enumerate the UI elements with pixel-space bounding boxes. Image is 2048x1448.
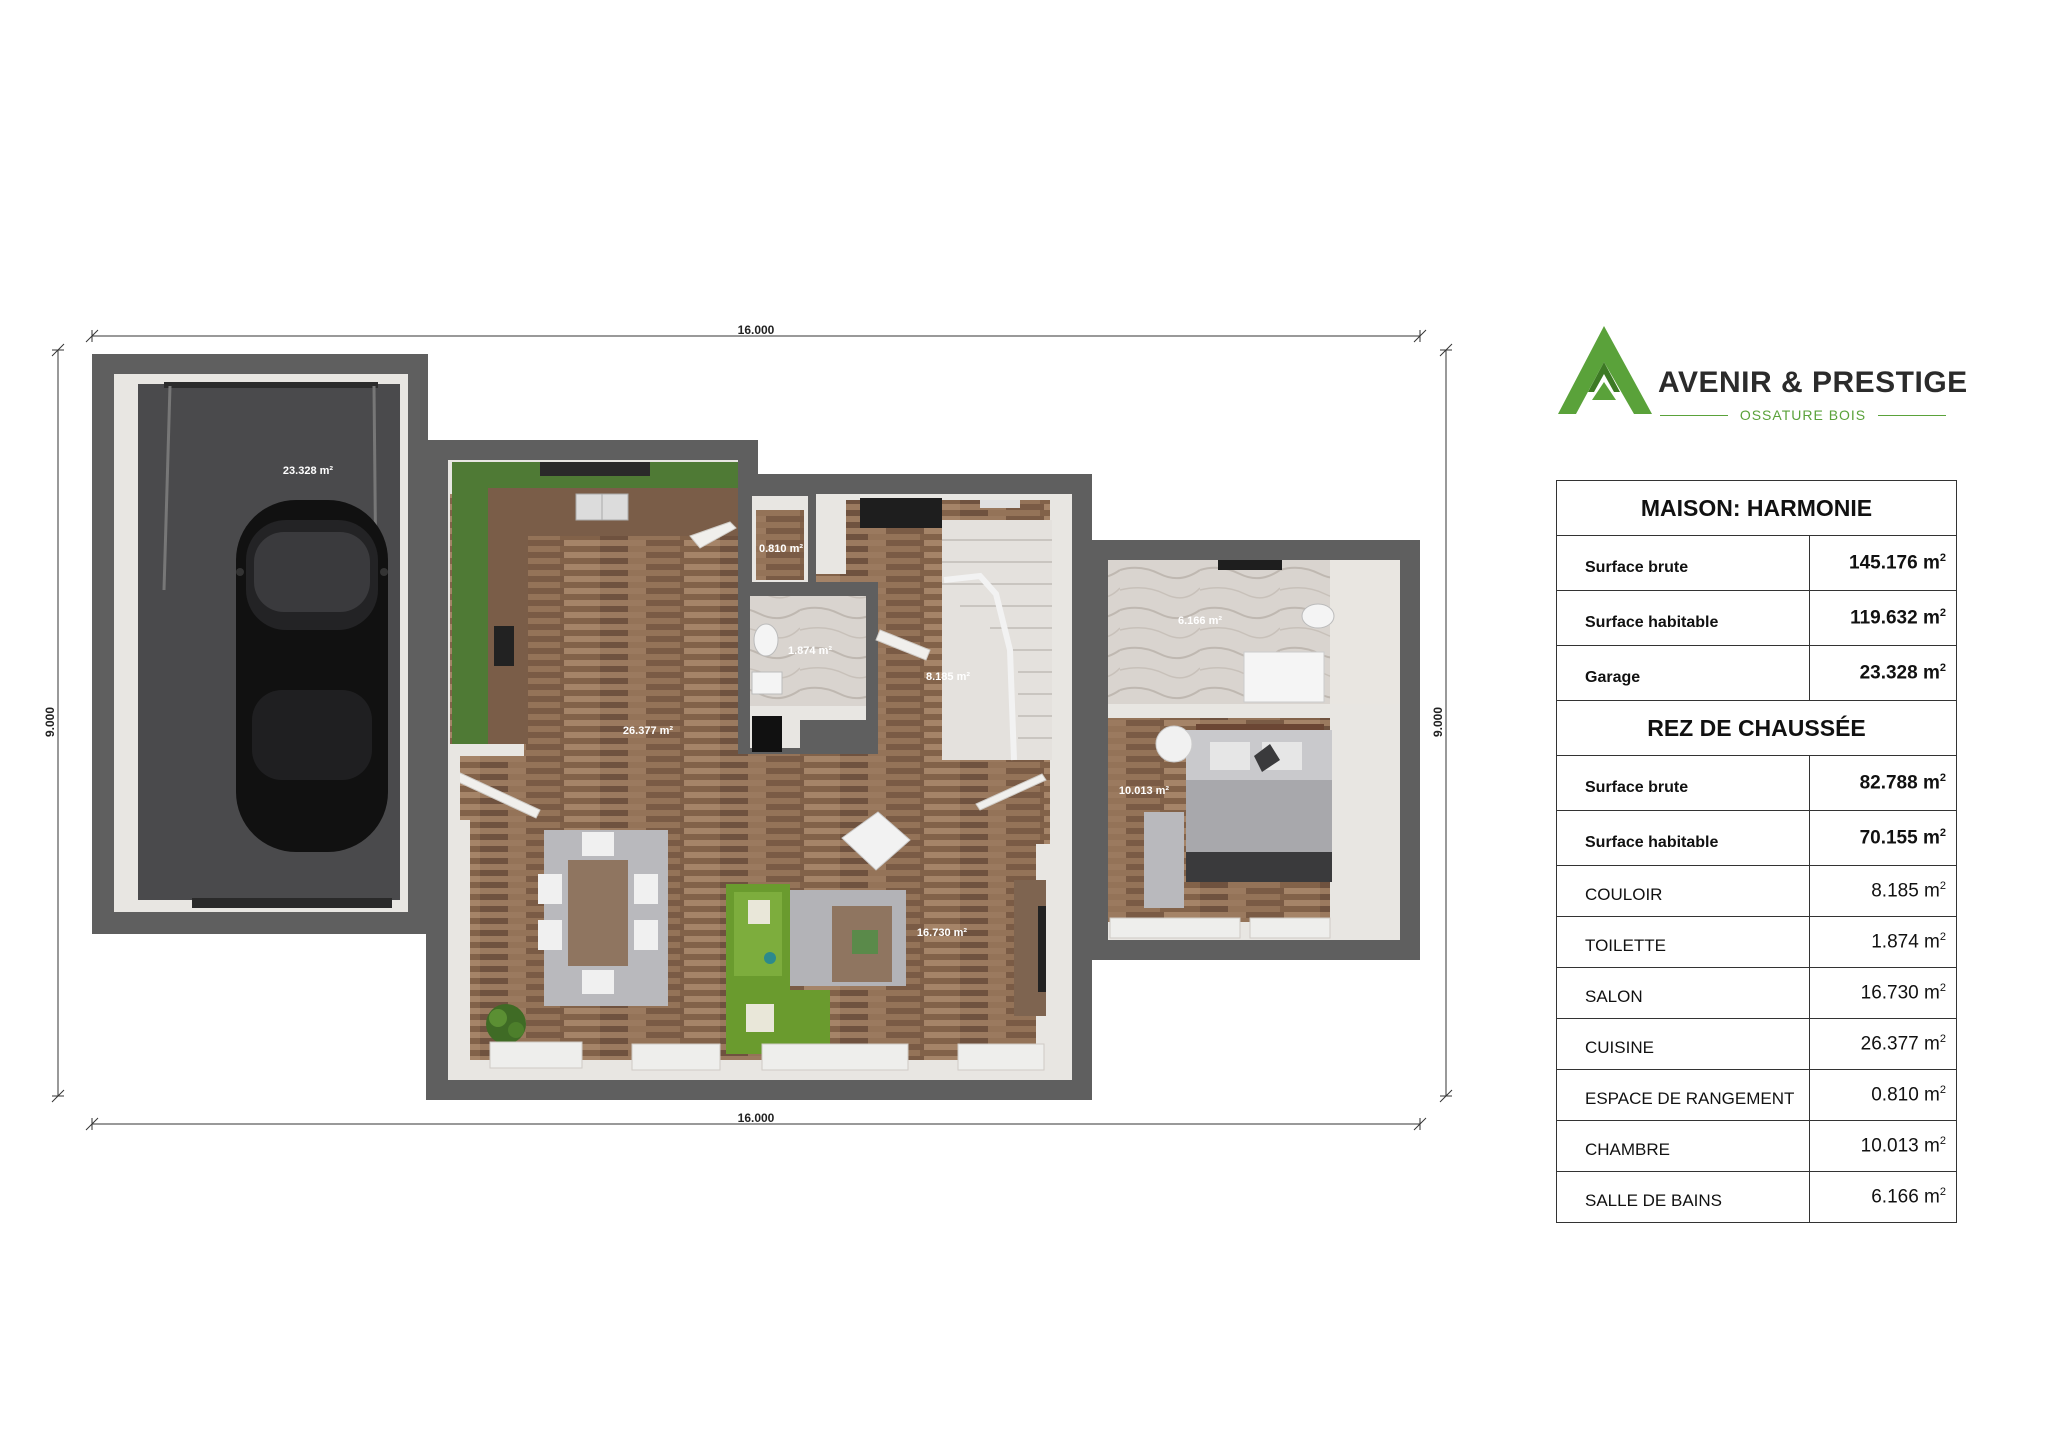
summary-label: Surface habitable: [1556, 590, 1810, 646]
cooktop-icon: [494, 626, 514, 666]
bath-toilet-icon: [1301, 603, 1335, 629]
room-value: 6.166 m2: [1809, 1171, 1957, 1223]
sofa: [726, 884, 830, 1054]
toilet-icon: [751, 623, 783, 695]
nightstand-lamp: [1155, 725, 1193, 763]
room-value: 26.377 m2: [1809, 1018, 1957, 1070]
tagline-divider-left: [1660, 415, 1728, 416]
kitchen-area-label: 26.377 m²: [623, 725, 673, 737]
table-row: Surface brute 82.788 m2: [1556, 755, 1957, 811]
bedroom-area-label: 10.013 m²: [1119, 785, 1169, 797]
table-row: TOILETTE 1.874 m2: [1556, 916, 1957, 968]
dimension-bottom-label: 16.000: [738, 1111, 775, 1125]
brand-logo: AVENIR & PRESTIGE OSSATURE BOIS: [1556, 326, 1976, 422]
tv-unit: [1014, 880, 1046, 1016]
toilet-area-label: 1.874 m²: [788, 645, 832, 657]
summary-label: Garage: [1556, 645, 1810, 701]
bed: [1186, 724, 1332, 882]
brand-tagline-row: OSSATURE BOIS: [1660, 408, 1946, 422]
plant-icon: [486, 1004, 526, 1044]
section-summary-value: 70.155 m2: [1809, 810, 1957, 866]
table-row: Surface habitable 70.155 m2: [1556, 810, 1957, 866]
section-summary-label: Surface brute: [1556, 755, 1810, 811]
floor-plan: 16.000 16.000 9.000 9.000 23.328 m²: [43, 323, 1453, 1131]
armchair: [841, 811, 911, 871]
room-value: 1.874 m2: [1809, 916, 1957, 968]
room-value: 0.810 m2: [1809, 1069, 1957, 1121]
dimension-left-label: 9.000: [43, 707, 57, 737]
table-section-row: REZ DE CHAUSSÉE: [1556, 700, 1957, 756]
mountain-logo-icon: [1558, 326, 1652, 414]
room-value: 8.185 m2: [1809, 865, 1957, 917]
garage-area-label: 23.328 m²: [283, 465, 333, 477]
room-label: SALON: [1556, 967, 1810, 1019]
table-row: SALON 16.730 m2: [1556, 967, 1957, 1019]
summary-value: 119.632 m2: [1809, 590, 1957, 646]
room-label: CHAMBRE: [1556, 1120, 1810, 1172]
dimension-lines: [51, 329, 1453, 1131]
table-row: COULOIR 8.185 m2: [1556, 865, 1957, 917]
room-label: ESPACE DE RANGEMENT: [1556, 1069, 1810, 1121]
table-row: CUISINE 26.377 m2: [1556, 1018, 1957, 1070]
bathroom-area-label: 6.166 m²: [1178, 615, 1222, 627]
room-label: TOILETTE: [1556, 916, 1810, 968]
table-row: Garage 23.328 m2: [1556, 645, 1957, 701]
table-title-row: MAISON: HARMONIE: [1556, 480, 1957, 536]
coffee-table: [832, 906, 892, 982]
dimension-right-label: 9.000: [1431, 707, 1445, 737]
staircase: [816, 494, 1052, 761]
bedroom-window: [1109, 917, 1331, 939]
sink-icon: [575, 493, 629, 521]
toilet-room: [738, 582, 878, 754]
storage-area-label: 0.810 m²: [759, 543, 803, 555]
bay-windows: [489, 1041, 1045, 1071]
summary-value: 23.328 m2: [1809, 645, 1957, 701]
table-row: Surface brute 145.176 m2: [1556, 535, 1957, 591]
brand-tagline: OSSATURE BOIS: [1739, 407, 1867, 423]
table-row: ESPACE DE RANGEMENT 0.810 m2: [1556, 1069, 1957, 1121]
room-label: CUISINE: [1556, 1018, 1810, 1070]
house-title: MAISON: HARMONIE: [1556, 480, 1957, 536]
salon-area-label: 16.730 m²: [917, 927, 967, 939]
bathtub-icon: [1243, 651, 1325, 703]
corridor-area-label: 8.185 m²: [926, 671, 970, 683]
area-table: MAISON: HARMONIE Surface brute 145.176 m…: [1556, 480, 1957, 1223]
room-label: COULOIR: [1556, 865, 1810, 917]
bedroom-rug: [1144, 812, 1184, 908]
summary-label: Surface brute: [1556, 535, 1810, 591]
table-row: SALLE DE BAINS 6.166 m2: [1556, 1171, 1957, 1223]
summary-value: 145.176 m2: [1809, 535, 1957, 591]
room-label: SALLE DE BAINS: [1556, 1171, 1810, 1223]
brand-name: AVENIR & PRESTIGE: [1658, 366, 1968, 399]
room-value: 10.013 m2: [1809, 1120, 1957, 1172]
section-summary-value: 82.788 m2: [1809, 755, 1957, 811]
table-row: Surface habitable 119.632 m2: [1556, 590, 1957, 646]
table-row: CHAMBRE 10.013 m2: [1556, 1120, 1957, 1172]
storage-room: [738, 486, 816, 582]
dimension-top-label: 16.000: [738, 323, 775, 337]
dining-table: [538, 832, 658, 994]
section-summary-label: Surface habitable: [1556, 810, 1810, 866]
tagline-divider-right: [1878, 415, 1946, 416]
section-title: REZ DE CHAUSSÉE: [1556, 700, 1957, 756]
room-value: 16.730 m2: [1809, 967, 1957, 1019]
car-icon: [236, 500, 388, 852]
